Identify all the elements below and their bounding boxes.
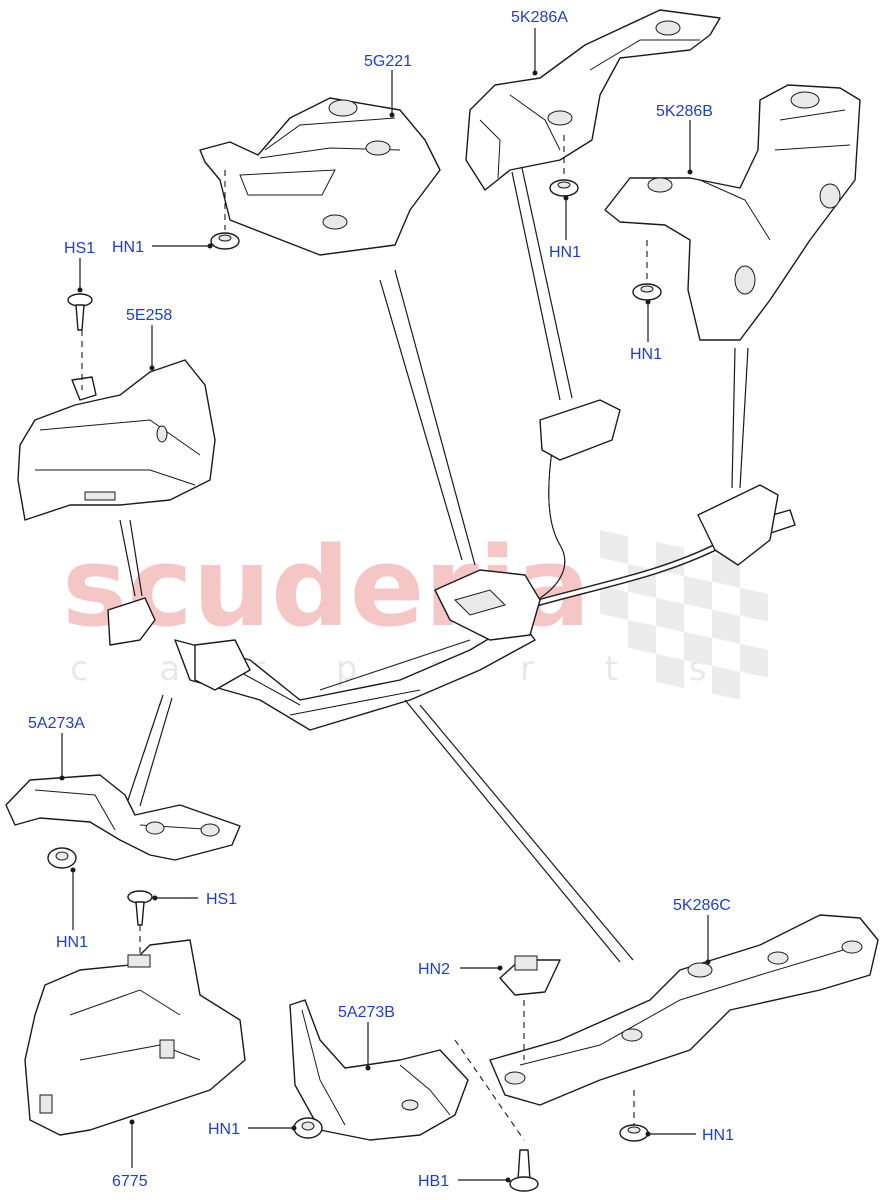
nut-icon	[632, 283, 662, 301]
heat-shield-5k286b	[604, 84, 861, 341]
label-hn1-5a273b: HN1	[208, 1121, 240, 1138]
label-hn1-5a273a: HN1	[56, 934, 88, 951]
label-5k286c: 5K286C	[673, 897, 731, 914]
label-hn2: HN2	[418, 961, 450, 978]
heat-shield-5a273b	[289, 999, 469, 1141]
nut-icon	[549, 179, 579, 197]
label-hn1-5g221: HN1	[112, 239, 144, 256]
label-5e258: 5E258	[126, 307, 172, 324]
label-5a273b: 5A273B	[338, 1004, 395, 1021]
nut-icon	[619, 1124, 649, 1142]
callout-labels: 5K286A 5G221 5K286B 5E258 5A273A 5K286C …	[28, 9, 734, 1190]
bolt-icon	[509, 1149, 539, 1192]
nut-icon	[293, 1117, 323, 1139]
leader-lines	[119, 167, 749, 963]
heat-shield-5g221	[199, 97, 441, 256]
screw-icon	[67, 293, 93, 331]
label-hs1-top: HS1	[64, 240, 95, 257]
label-5a273a: 5A273A	[28, 715, 85, 732]
label-hn1-5k286b: HN1	[630, 346, 662, 363]
label-5g221: 5G221	[364, 53, 412, 70]
nut-icon	[210, 232, 240, 250]
label-5k286a: 5K286A	[511, 9, 568, 26]
label-hb1: HB1	[418, 1173, 449, 1190]
screw-icon	[127, 890, 153, 926]
label-hn1-5k286c: HN1	[702, 1127, 734, 1144]
nut-icon	[47, 847, 77, 869]
label-5k286b: 5K286B	[656, 103, 713, 120]
watermark-checker	[600, 530, 768, 700]
label-6775: 6775	[112, 1173, 148, 1190]
heat-shield-6775	[24, 939, 246, 1136]
label-hs1-mid: HS1	[206, 891, 237, 908]
heat-shield-5k286a	[465, 9, 721, 191]
heat-shield-5a273a	[5, 774, 241, 861]
exhaust-system	[107, 399, 796, 731]
label-hn1-5k286a: HN1	[549, 244, 581, 261]
heat-shield-5e258	[17, 359, 216, 521]
clip-nut-icon	[499, 955, 561, 996]
fasteners	[47, 179, 662, 1192]
callout-leaders	[59, 28, 711, 1183]
assembly-axes	[81, 135, 648, 1141]
heat-shield-5k286c	[489, 914, 879, 1106]
